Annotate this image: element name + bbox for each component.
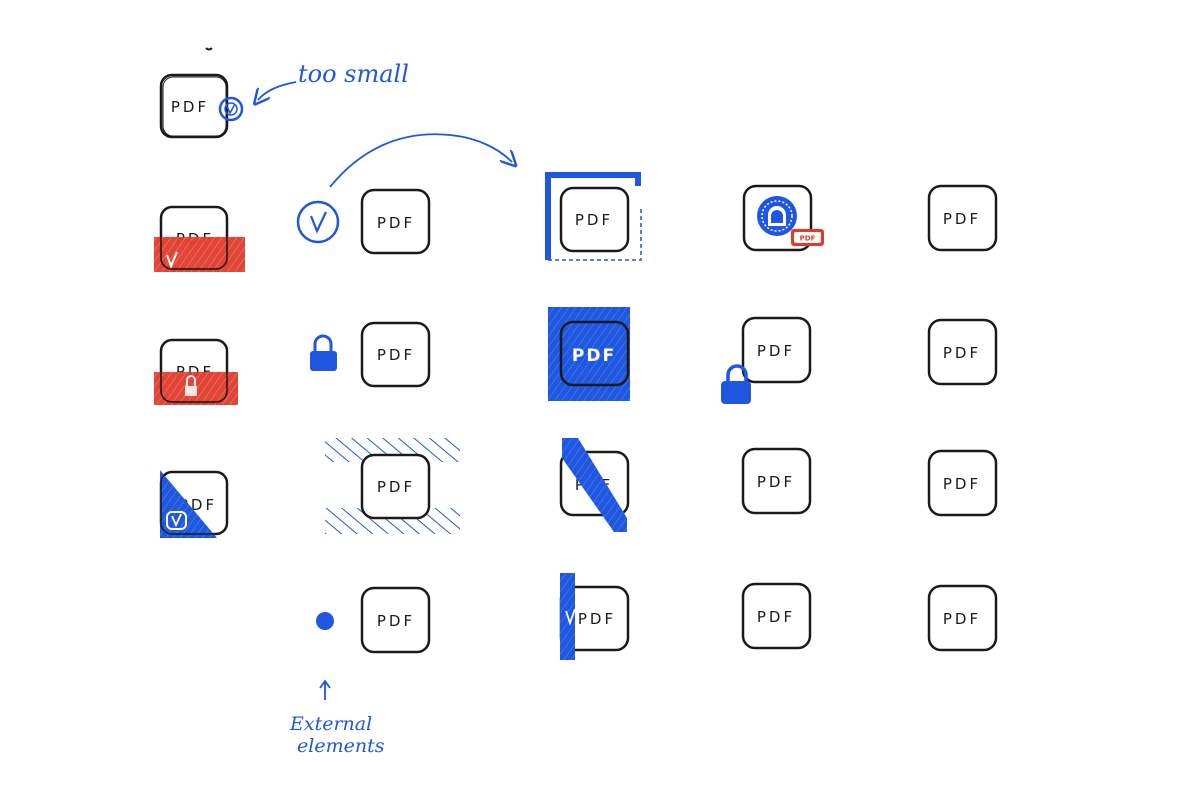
pdf-variant-red-band-lock: PDF <box>154 338 238 405</box>
pdf-variant-blue-fill: PDF <box>548 307 630 401</box>
pdf-variant-external-check: PDF <box>296 188 431 255</box>
pdf-label: PDF <box>377 346 415 364</box>
pdf-variant-plain: PDF <box>927 584 998 652</box>
stray-mark <box>205 47 213 51</box>
pdf-label: PDF <box>943 344 981 362</box>
pdf-label: PDF <box>943 475 981 493</box>
pdf-label: PDF <box>757 473 795 491</box>
checkmark-icon <box>218 96 244 122</box>
external-line2: elements <box>297 735 385 757</box>
pdf-label: PDF <box>171 98 209 116</box>
lock-icon <box>310 334 337 371</box>
external-line1: External <box>289 713 372 735</box>
pdf-variant-red-band-check: PDF <box>154 205 245 272</box>
pdf-variant-plain: PDF <box>927 184 998 252</box>
pdf-variant-plain: PDF <box>927 318 998 386</box>
pdf-variant-small-check: PDF <box>159 73 244 139</box>
pdf-label: PDF <box>943 610 981 628</box>
checkmark-icon <box>565 608 576 626</box>
curved-arrow <box>329 133 512 188</box>
checkmark-icon <box>166 251 178 269</box>
pdf-label: PDF <box>757 608 795 626</box>
dot-icon <box>316 612 334 630</box>
external-elements-annotation: External elements <box>289 679 385 757</box>
red-band <box>154 237 245 272</box>
pdf-variant-blue-frame: PDF <box>545 172 642 261</box>
pdf-label: PDF <box>943 210 981 228</box>
pdf-label: PDF <box>578 610 616 628</box>
lock-icon <box>185 375 197 396</box>
pdf-variant-plain: PDF <box>741 447 812 515</box>
checkmark-icon <box>296 200 340 244</box>
pdf-label: PDF <box>575 211 613 229</box>
badge-label: PDF <box>800 235 816 243</box>
pdf-variant-diagonal-stripe: PDF <box>559 438 630 532</box>
lock-icon <box>721 364 751 404</box>
too-small-annotation: too small <box>258 60 409 100</box>
pdf-label: PDF <box>377 612 415 630</box>
pdf-variant-vertical-bar: PDF <box>559 573 630 660</box>
pdf-label: PDF <box>377 478 415 496</box>
pdf-variant-blue-diagonal-check: PDF <box>159 470 229 538</box>
blue-stripe <box>562 438 627 532</box>
pdf-variant-plain: PDF <box>927 449 998 517</box>
pdf-label: PDF <box>757 342 795 360</box>
pdf-variant-badge: PDF <box>742 184 824 252</box>
document-icon <box>757 196 797 236</box>
pdf-variant-plain: PDF <box>741 582 812 650</box>
pdf-badge: PDF <box>791 229 824 246</box>
pdf-variant-external-dot: PDF <box>316 586 431 654</box>
checkmark-icon <box>166 511 187 530</box>
pdf-variant-corner-lock: PDF <box>721 316 812 404</box>
pdf-label: PDF <box>572 346 616 366</box>
pdf-variant-external-lock: PDF <box>310 321 431 388</box>
too-small-text: too small <box>298 60 409 88</box>
pdf-label: PDF <box>377 214 415 232</box>
pdf-variant-hatched-bands: PDF <box>325 438 460 534</box>
